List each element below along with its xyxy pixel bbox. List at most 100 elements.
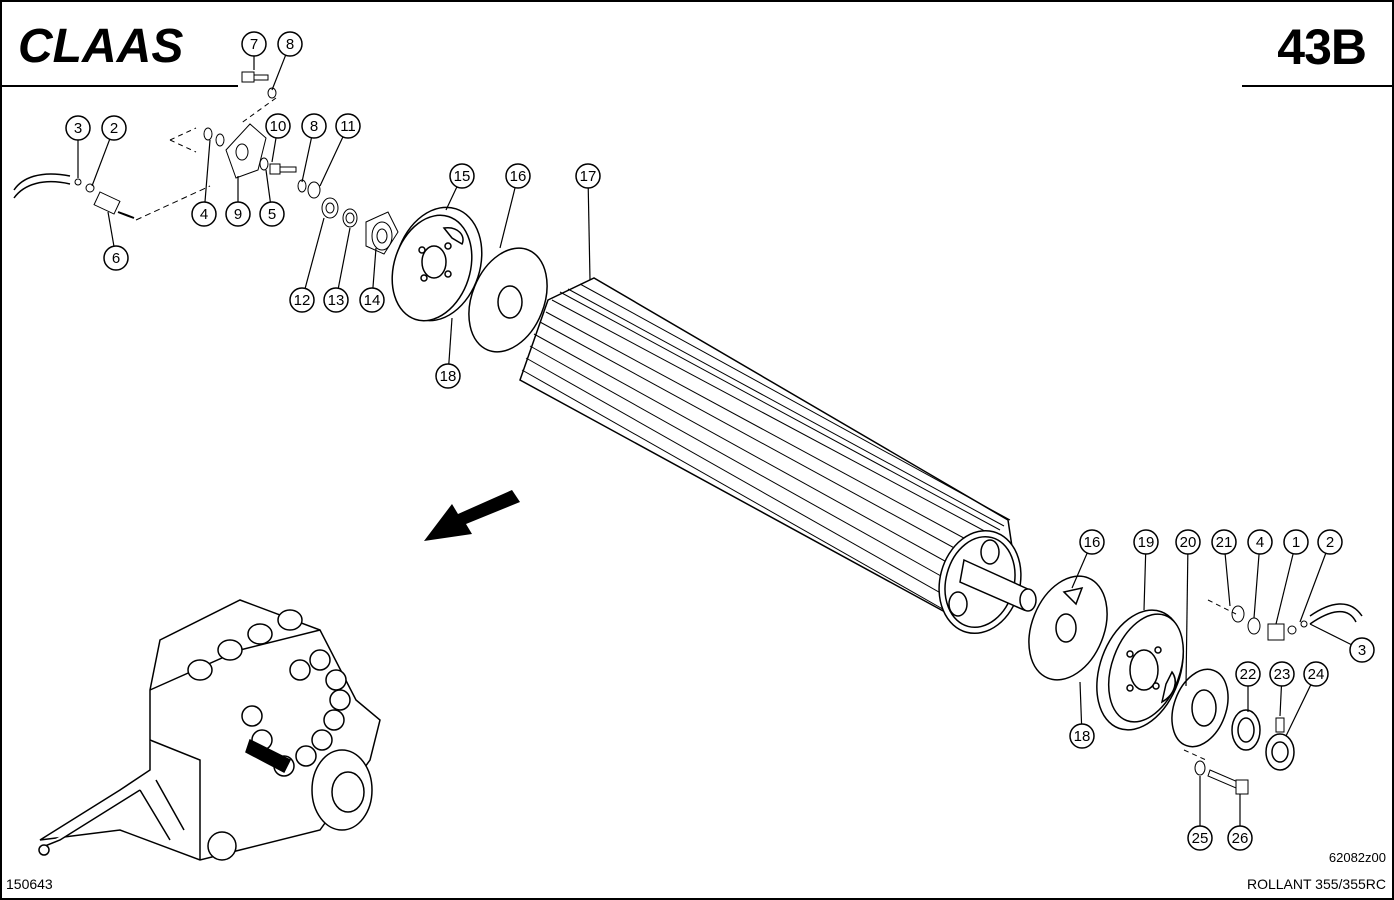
model-name: ROLLANT 355/355RC [1246,876,1386,892]
callout-24: 24 [1285,661,1329,737]
callout-leader [1299,553,1327,623]
callout-11: 11 [319,113,361,187]
callout-leader [499,187,516,249]
callout-21: 21 [1211,529,1237,607]
callout-number: 13 [328,292,345,309]
page-label: 43B [1277,19,1367,75]
leader-dashed-7 [239,97,277,125]
grease-line-left [13,173,71,199]
callout-26: 26 [1227,794,1253,851]
direction-arrow-icon [424,490,520,541]
callout-circle [65,115,91,141]
washers-right [1231,605,1308,641]
callout-circle [1269,661,1295,687]
callout-number: 18 [440,368,457,385]
callout-18: 18 [435,317,461,389]
callout-number: 4 [1256,534,1264,551]
callout-number: 9 [234,206,242,223]
callout-circle [323,287,349,313]
callout-circle [1133,529,1159,555]
callout-leader [337,227,351,289]
roller-drum-17 [519,277,1037,635]
leader-dashed-6 [135,185,211,221]
callout-5: 5 [259,169,285,227]
callout-leader [1285,684,1312,737]
callout-circle [335,113,361,139]
callout-22: 22 [1235,661,1261,712]
disc-16-left [468,247,548,353]
callout-number: 12 [294,292,311,309]
callout-circle [575,163,601,189]
claas-logo-text: CLAAS [18,20,183,70]
flange-20 [1171,668,1229,748]
callout-leader [304,217,325,289]
callout-2: 2 [1299,529,1343,623]
callout-25: 25 [1187,776,1213,851]
callout-number: 1 [1292,534,1300,551]
callout-3: 3 [1309,623,1375,663]
callout-number: 10 [270,118,287,135]
callout-circle [301,113,327,139]
callout-number: 14 [364,292,381,309]
callout-circle [1069,723,1095,749]
callout-leader [1224,553,1231,607]
callout-leader [91,139,111,187]
callout-circle [1283,529,1309,555]
bearing-group-11 [297,179,358,228]
callout-number: 24 [1308,666,1325,683]
callout-8: 8 [271,31,303,91]
callout-leader [1253,553,1260,619]
bolt-10 [259,157,297,175]
callout-circle [265,113,291,139]
callout-leader [1309,623,1352,646]
callout-circle [1079,529,1105,555]
disc-16-right [1028,575,1108,681]
callout-number: 2 [110,120,118,137]
collar-24 [1265,733,1295,771]
callout-circle [277,31,303,57]
callout-leader [271,137,277,163]
callout-leader [265,169,271,203]
callout-number: 4 [200,206,208,223]
callout-number: 5 [268,206,276,223]
callout-12: 12 [289,217,325,313]
callout-number: 20 [1180,534,1197,551]
callout-number: 19 [1138,534,1155,551]
callout-number: 23 [1274,666,1291,683]
callout-leader [107,211,115,247]
callout-leader [1143,553,1147,611]
callout-circle [505,163,531,189]
callout-circle [1303,661,1329,687]
callout-20: 20 [1175,529,1201,687]
callout-4: 4 [191,139,217,227]
callout-number: 26 [1232,830,1249,847]
callout-circle [191,201,217,227]
callout-number: 25 [1192,830,1209,847]
callout-number: 3 [1358,642,1366,659]
callout-number: 2 [1326,534,1334,551]
callout-10: 10 [265,113,291,163]
callout-circle [359,287,385,313]
callout-leader [319,136,344,187]
callout-6: 6 [103,211,129,271]
callout-leader [445,186,458,211]
callout-circle [241,31,267,57]
callout-leader [1185,553,1189,687]
callout-circle [1317,529,1343,555]
callout-circle [1247,529,1273,555]
bearing-housing-14 [365,211,399,255]
callout-8: 8 [301,113,327,183]
figure-number: 150643 [6,876,53,892]
callout-9: 9 [225,176,251,227]
callout-circle [289,287,315,313]
callout-circle [1235,661,1261,687]
callout-number: 22 [1240,666,1257,683]
callout-circle [1187,825,1213,851]
callout-number: 18 [1074,728,1091,745]
grease-line-right [1309,603,1363,625]
callout-circle [225,201,251,227]
callout-number: 16 [510,168,527,185]
washer-8-top [267,87,277,99]
